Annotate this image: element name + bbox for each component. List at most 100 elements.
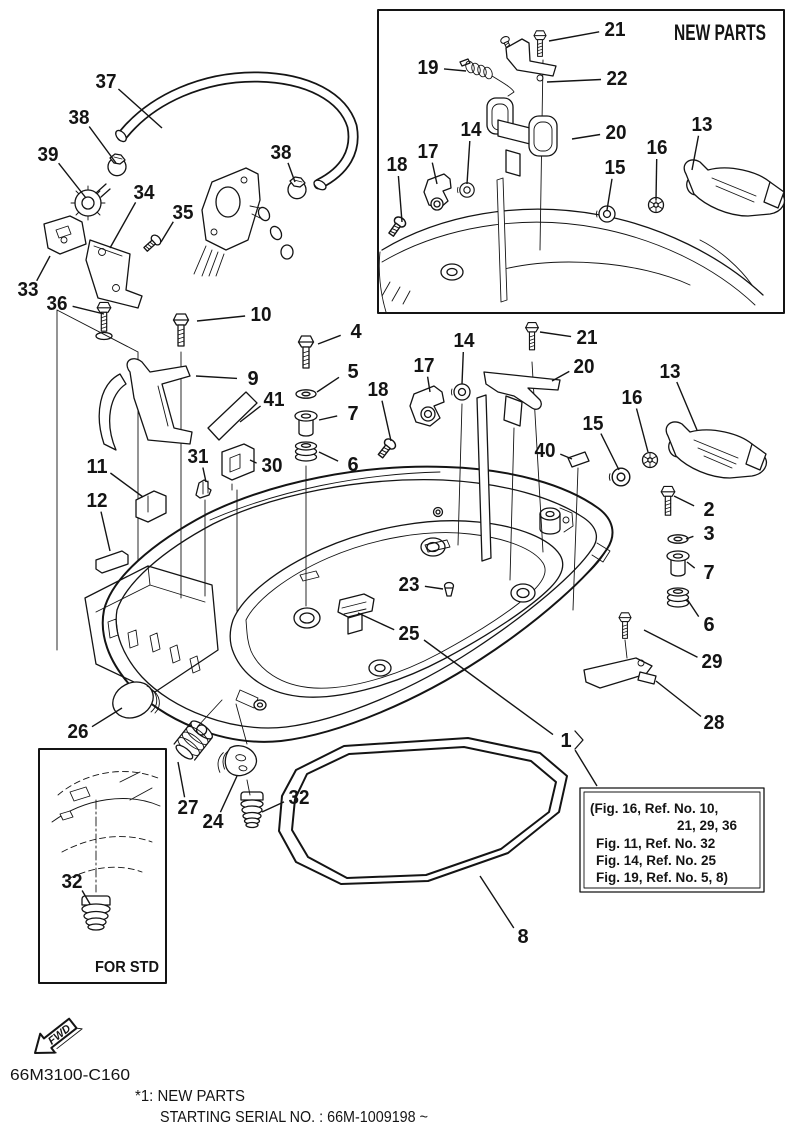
reference-line: 21, 29, 36 bbox=[677, 818, 738, 833]
part-callout-12-main: 12 bbox=[87, 490, 108, 512]
carburetor-bracket bbox=[193, 167, 294, 277]
part-39-gear-knob-shape bbox=[70, 185, 106, 221]
part-26-cap-shape bbox=[112, 681, 154, 719]
new-parts-inset-artwork-shape bbox=[433, 200, 441, 208]
leader-line bbox=[81, 890, 91, 905]
leader-line bbox=[600, 433, 620, 471]
part-40-damper bbox=[567, 451, 590, 468]
part-23-screw bbox=[443, 581, 455, 597]
reference-line: Fig. 14, Ref. No. 25 bbox=[596, 853, 717, 868]
bottom-cowling-body-shape bbox=[253, 699, 267, 711]
fwd-arrow-shape bbox=[34, 1017, 78, 1054]
part-32-plug-std bbox=[81, 895, 111, 931]
part-callout-34-main: 34 bbox=[134, 182, 156, 204]
bottom-cowling-body-shape bbox=[293, 607, 321, 629]
part-callout-38-main: 38 bbox=[69, 107, 90, 129]
new-parts-inset-artwork-shape bbox=[440, 263, 464, 281]
part-27-plug bbox=[173, 720, 213, 761]
part-24-grommet-shape bbox=[217, 750, 229, 773]
leader-line bbox=[36, 255, 51, 282]
part-31-clip-shape bbox=[195, 479, 212, 499]
leader-line bbox=[443, 68, 467, 72]
leader-line bbox=[397, 175, 403, 223]
leader-line bbox=[357, 612, 395, 631]
for-std-inset: FOR STD bbox=[38, 748, 167, 984]
leader-line bbox=[318, 451, 339, 462]
part-3-washer bbox=[667, 534, 689, 544]
leader-line bbox=[117, 88, 163, 129]
part-25-mount-shape bbox=[337, 593, 375, 618]
part-callout-35-main: 35 bbox=[173, 202, 194, 224]
carburetor-bracket-shape bbox=[257, 206, 271, 222]
new-parts-inset-artwork-shape bbox=[381, 281, 411, 305]
leader-line bbox=[551, 370, 570, 382]
part-callout-21-main: 21 bbox=[577, 327, 598, 349]
part-callout-15-main: 15 bbox=[583, 413, 604, 435]
reference-box-outer bbox=[579, 787, 765, 893]
part-27-plug-shape bbox=[186, 726, 209, 745]
drawing-code: 66M3100-C160 bbox=[10, 1067, 130, 1084]
part-25-mount-shape bbox=[341, 601, 367, 615]
part-32-plug-shape bbox=[240, 791, 264, 801]
new-parts-inset-artwork-shape bbox=[385, 214, 409, 239]
bottom-cowling-body-shape bbox=[539, 513, 561, 535]
part-callout-13-new_parts_inset: 13 bbox=[692, 114, 713, 136]
part-34-bracket-shape bbox=[93, 245, 123, 257]
part-8-gasket-shape bbox=[278, 737, 568, 885]
part-32-plug-shape bbox=[245, 821, 259, 829]
part-callout-20-main: 20 bbox=[574, 356, 595, 378]
part-30-holder bbox=[221, 443, 255, 491]
leader-line bbox=[424, 585, 444, 590]
spring-19-shape bbox=[471, 62, 481, 76]
part-callout-38-main: 38 bbox=[271, 142, 292, 164]
part-callout-14-new_parts_inset: 14 bbox=[461, 119, 483, 141]
leader-line bbox=[318, 415, 338, 421]
part-callout-3-main: 3 bbox=[703, 523, 714, 545]
hose-assembly bbox=[43, 71, 359, 651]
leader-line bbox=[72, 305, 105, 315]
right-fastener-column bbox=[583, 485, 690, 689]
leader-line bbox=[261, 801, 285, 813]
part-callout-27-main: 27 bbox=[178, 797, 199, 819]
part-callout-28-main: 28 bbox=[704, 712, 725, 734]
carburetor-bracket-shape bbox=[193, 245, 225, 277]
part-20-lever-shape bbox=[503, 395, 523, 427]
part-12-strip bbox=[95, 550, 129, 574]
leader-line bbox=[655, 680, 702, 718]
part-32-plug bbox=[240, 791, 264, 829]
fwd-arrow: FWD bbox=[34, 1017, 83, 1054]
part-28-lever bbox=[583, 657, 657, 689]
part-26-cap-shape bbox=[146, 685, 160, 714]
part-21-bolt bbox=[525, 322, 539, 351]
bottom-cowling-body-shape bbox=[577, 542, 611, 583]
left-fastener-column bbox=[95, 313, 318, 574]
leader-line bbox=[423, 639, 554, 736]
hose-clamp-38-left bbox=[107, 153, 127, 177]
for-std-label: FOR STD bbox=[95, 959, 159, 976]
hose-assembly-shape bbox=[313, 179, 327, 191]
bottom-cowling-body-shape bbox=[84, 565, 219, 693]
carburetor-bracket-shape bbox=[240, 176, 248, 184]
part-23-screw-shape bbox=[444, 587, 454, 597]
carburetor-bracket-shape bbox=[249, 205, 261, 219]
part-7-bushing bbox=[294, 410, 318, 437]
part-36-bolt bbox=[95, 301, 113, 341]
part-27-plug-shape bbox=[195, 724, 208, 736]
spring-19-shape bbox=[477, 64, 487, 78]
part-callout-6-main: 6 bbox=[703, 614, 714, 636]
for-std-artwork-shape bbox=[119, 771, 153, 801]
for-std-artwork-shape bbox=[59, 786, 91, 821]
part-8-gasket-shape bbox=[291, 746, 557, 879]
part-9-bracket-shape bbox=[98, 373, 127, 451]
latch-body-20-shape bbox=[528, 115, 558, 157]
spring-19-shape bbox=[483, 66, 493, 80]
leader-line bbox=[317, 334, 341, 345]
part-callout-24-main: 24 bbox=[203, 811, 225, 833]
part-32-plug-std-shape bbox=[87, 923, 105, 931]
part-9-bracket-shape bbox=[157, 385, 169, 427]
part-17-bracket-shape bbox=[409, 385, 445, 427]
bottom-cowling-body-shape bbox=[299, 612, 315, 624]
part-15-bushing bbox=[608, 467, 631, 487]
spring-19 bbox=[459, 58, 515, 97]
